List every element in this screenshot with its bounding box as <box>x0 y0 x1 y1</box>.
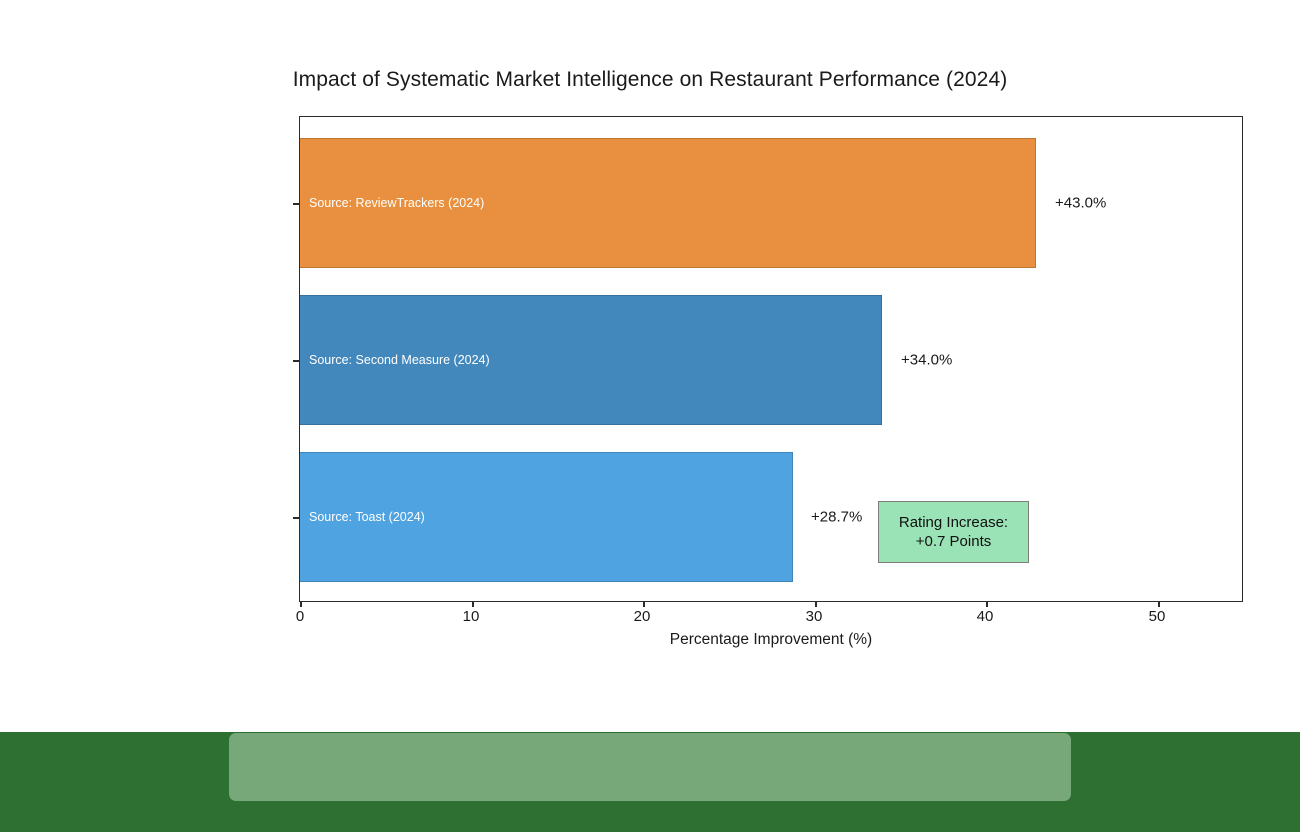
chart-figure: Impact of Systematic Market Intelligence… <box>292 68 1243 648</box>
xtick-mark-40 <box>986 601 988 607</box>
rating-increase-annotation: Rating Increase: +0.7 Points <box>878 501 1029 563</box>
xtick-mark-10 <box>472 601 474 607</box>
xtick-label-20: 20 <box>633 608 651 625</box>
xtick-mark-0 <box>300 601 302 607</box>
value-label-2: +28.7% <box>811 508 863 526</box>
xtick-label-30: 30 <box>805 608 823 625</box>
xtick-label-0: 0 <box>295 608 305 625</box>
bar-order-volume-increase[interactable]: Source: Toast (2024) <box>300 452 793 582</box>
bar-reduction-negative-reviews[interactable]: Source: ReviewTrackers (2024) <box>300 138 1036 268</box>
ytick-mark-0 <box>293 203 300 205</box>
bar-source-label-2: Source: Toast (2024) <box>309 510 425 524</box>
ytick-mark-2 <box>293 517 300 519</box>
value-label-0: +43.0% <box>1055 194 1107 212</box>
xtick-label-50: 50 <box>1148 608 1166 625</box>
bar-source-label-1: Source: Second Measure (2024) <box>309 353 490 367</box>
xtick-mark-30 <box>815 601 817 607</box>
bar-order-increase[interactable]: Source: Second Measure (2024) <box>300 295 882 425</box>
xtick-label-40: 40 <box>976 608 994 625</box>
annotation-line-2: +0.7 Points <box>915 533 992 550</box>
xaxis-title: Percentage Improvement (%) <box>669 631 873 648</box>
xtick-label-10: 10 <box>462 608 480 625</box>
plot-area: Source: ReviewTrackers (2024) Source: Se… <box>293 116 1243 607</box>
chart-title: Impact of Systematic Market Intelligence… <box>292 68 1008 91</box>
footer-panel <box>229 733 1071 801</box>
value-label-1: +34.0% <box>901 351 953 369</box>
bar-source-label-0: Source: ReviewTrackers (2024) <box>309 196 485 210</box>
ytick-mark-1 <box>293 360 300 362</box>
annotation-line-1: Rating Increase: <box>898 514 1009 531</box>
xtick-mark-50 <box>1158 601 1160 607</box>
xtick-mark-20 <box>643 601 645 607</box>
